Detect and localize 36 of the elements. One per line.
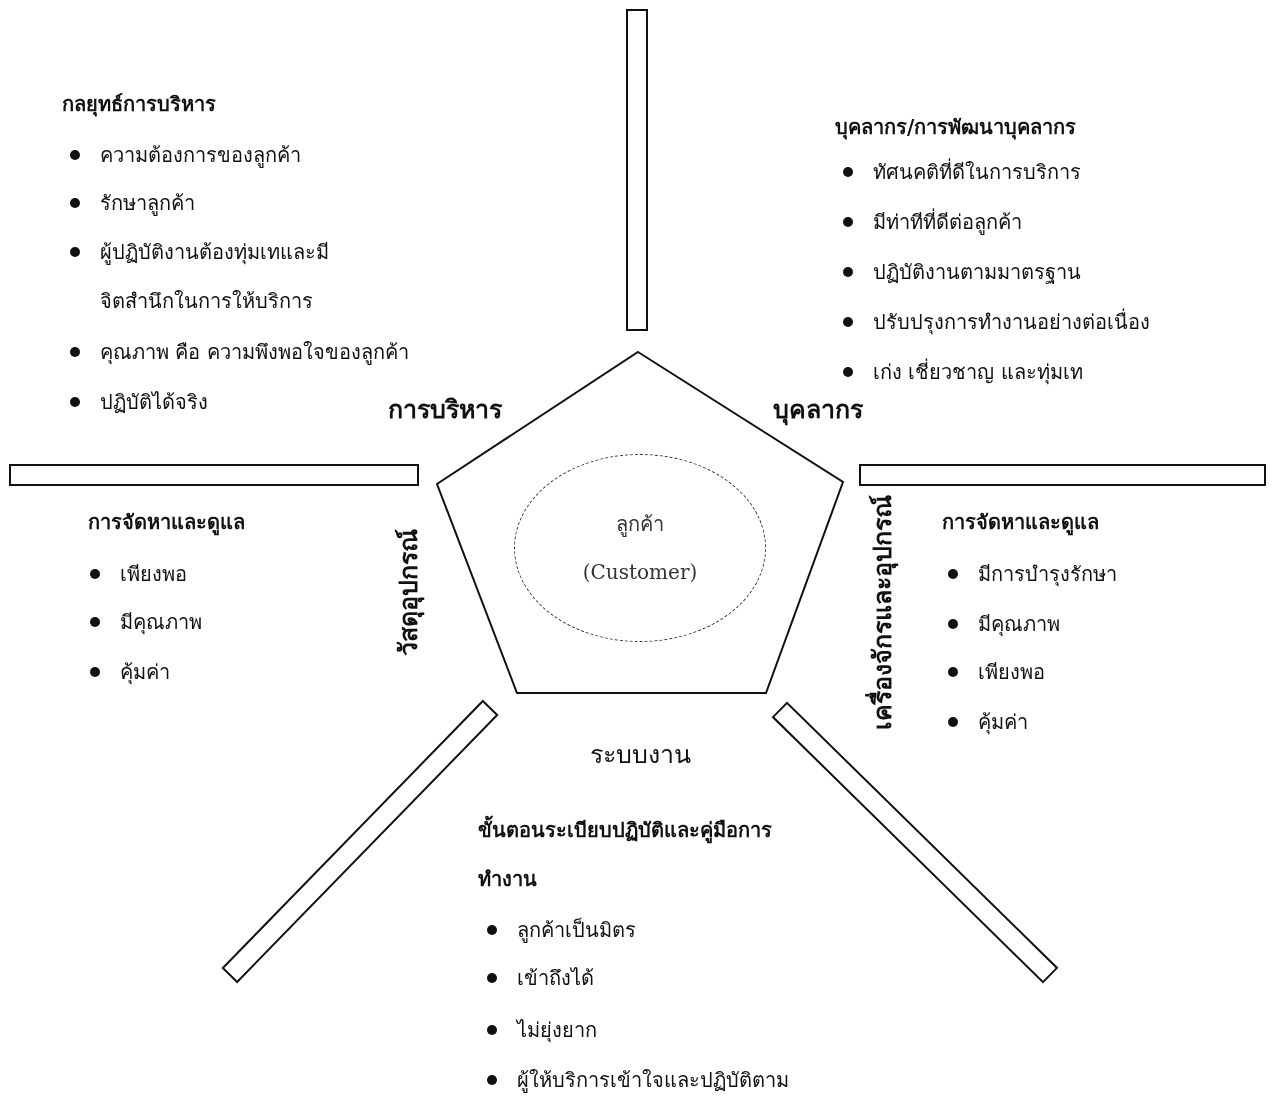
heading: ขั้นตอนระเบียบปฏิบัติและคู่มือการทำงาน [478, 814, 773, 893]
list-item: ไม่ยุ่งยาก [517, 1017, 597, 1044]
list-item: ปฏิบัติงานตามมาตรฐาน [873, 259, 1081, 286]
list-item: ลูกค้าเป็นมิตร [517, 916, 636, 944]
list-item: รักษาลูกค้า [100, 190, 195, 217]
list-item: ทัศนคติที่ดีในการบริการ [873, 158, 1081, 186]
ellipse-text: ลูกค้า [616, 511, 664, 538]
list-item: ปรับปรุงการทำงานอย่างต่อเนื่อง [873, 308, 1150, 336]
heading: การจัดหาและดูแล [942, 509, 1099, 536]
list-item: เก่ง เชี่ยวชาญ และทุ่มเท [873, 358, 1083, 386]
list-item: เข้าถึงได้ [517, 965, 594, 992]
ellipse-text: (Customer) [582, 559, 698, 586]
side-label: ระบบงาน [589, 739, 691, 771]
heading: การจัดหาและดูแล [88, 509, 245, 536]
bar [626, 9, 648, 331]
list-item: มีท่าทีที่ดีต่อลูกค้า [873, 208, 1022, 236]
list-item: มีคุณภาพ [120, 609, 202, 636]
heading: บุคลากร/การพัฒนาบุคลากร [835, 114, 1077, 141]
side-label: การบริหาร [388, 394, 502, 426]
bar [859, 464, 1266, 486]
side-label: วัสดุอุปกรณ์ [392, 528, 424, 656]
list-item: เพียงพอ [978, 659, 1045, 686]
list-item: ปฏิบัติได้จริง [100, 389, 208, 416]
list-item: มีคุณภาพ [978, 611, 1060, 638]
side-label: บุคลากร [773, 394, 863, 426]
bar [9, 464, 419, 486]
list-item: คุ้มค่า [978, 709, 1028, 736]
list-item: ความต้องการของลูกค้า [100, 142, 301, 169]
list-item: มีการบำรุงรักษา [978, 561, 1117, 588]
list-item: คุณภาพ คือ ความพึงพอใจของลูกค้า [100, 339, 409, 366]
list-item: ผู้ปฏิบัติงานต้องทุ่มเทและมีจิตสำนึกในการให้บริการ [100, 238, 330, 315]
list-item: คุ้มค่า [120, 659, 170, 686]
list-item: ผู้ให้บริการเข้าใจและปฏิบัติตาม [517, 1067, 789, 1094]
list-item: เพียงพอ [120, 561, 187, 588]
side-label: เครื่องจักรและอุปกรณ์ [866, 494, 898, 730]
heading: กลยุทธ์การบริหาร [62, 91, 216, 118]
